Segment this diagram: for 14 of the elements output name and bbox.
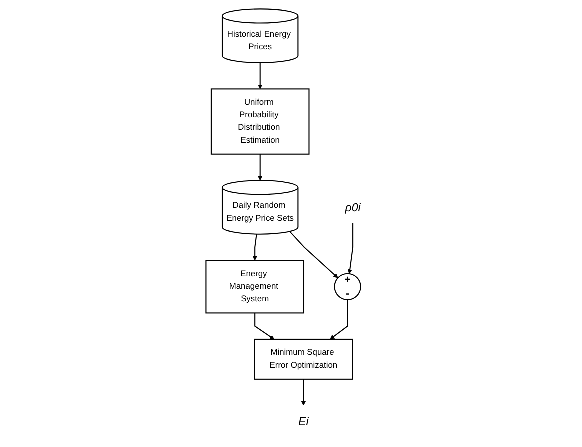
node-box: Uniform Probability Distribution Estimation (211, 88, 310, 155)
node-text: ρ0i (345, 200, 361, 214)
arrow (258, 62, 263, 90)
node-box: Minimum Square Error Optimization (254, 338, 354, 380)
arrow (290, 231, 338, 278)
node-text: Ei (298, 415, 309, 428)
node-circle: + - (334, 273, 362, 300)
arrow (301, 379, 306, 406)
node-box: Energy Management System (206, 260, 305, 314)
arrow (252, 234, 258, 261)
arrow (258, 154, 263, 181)
arrow (254, 313, 275, 340)
arrow (330, 300, 348, 340)
arrow (348, 224, 354, 274)
